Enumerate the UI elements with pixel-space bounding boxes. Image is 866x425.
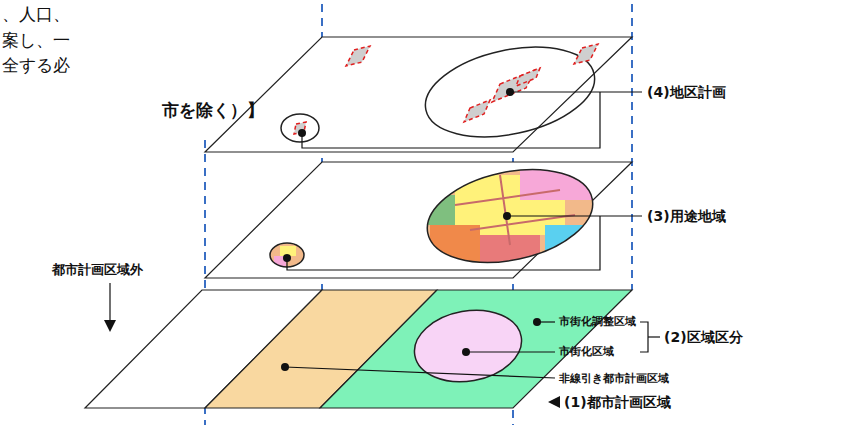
area-label: 市街化調整区域 bbox=[559, 315, 636, 328]
layer-label: (1)都市計画区域 bbox=[564, 394, 671, 411]
leader-dots bbox=[104, 88, 560, 408]
area-label: 市街化区域 bbox=[559, 345, 614, 358]
cut-text: 、人口、 bbox=[2, 4, 70, 24]
area-label: 非線引き都市計画区域 bbox=[559, 372, 669, 385]
layer-label: (4)地区計画 bbox=[647, 84, 726, 101]
arrow-head bbox=[104, 320, 116, 332]
leader-lines bbox=[110, 92, 660, 378]
middle-layer bbox=[205, 155, 632, 280]
bottom-layer bbox=[85, 290, 632, 408]
cut-text: 案し、一 bbox=[2, 30, 70, 50]
layer-label: (2)区域区分 bbox=[664, 329, 743, 346]
area-label: 都市計画区域外 bbox=[52, 262, 143, 278]
cut-heading: 市を除く）】 bbox=[162, 100, 264, 120]
guide-lines bbox=[205, 4, 632, 425]
layer-label: (3)用途地域 bbox=[647, 208, 726, 225]
cut-text: 全する必 bbox=[2, 55, 70, 75]
arrow-head bbox=[548, 396, 560, 408]
